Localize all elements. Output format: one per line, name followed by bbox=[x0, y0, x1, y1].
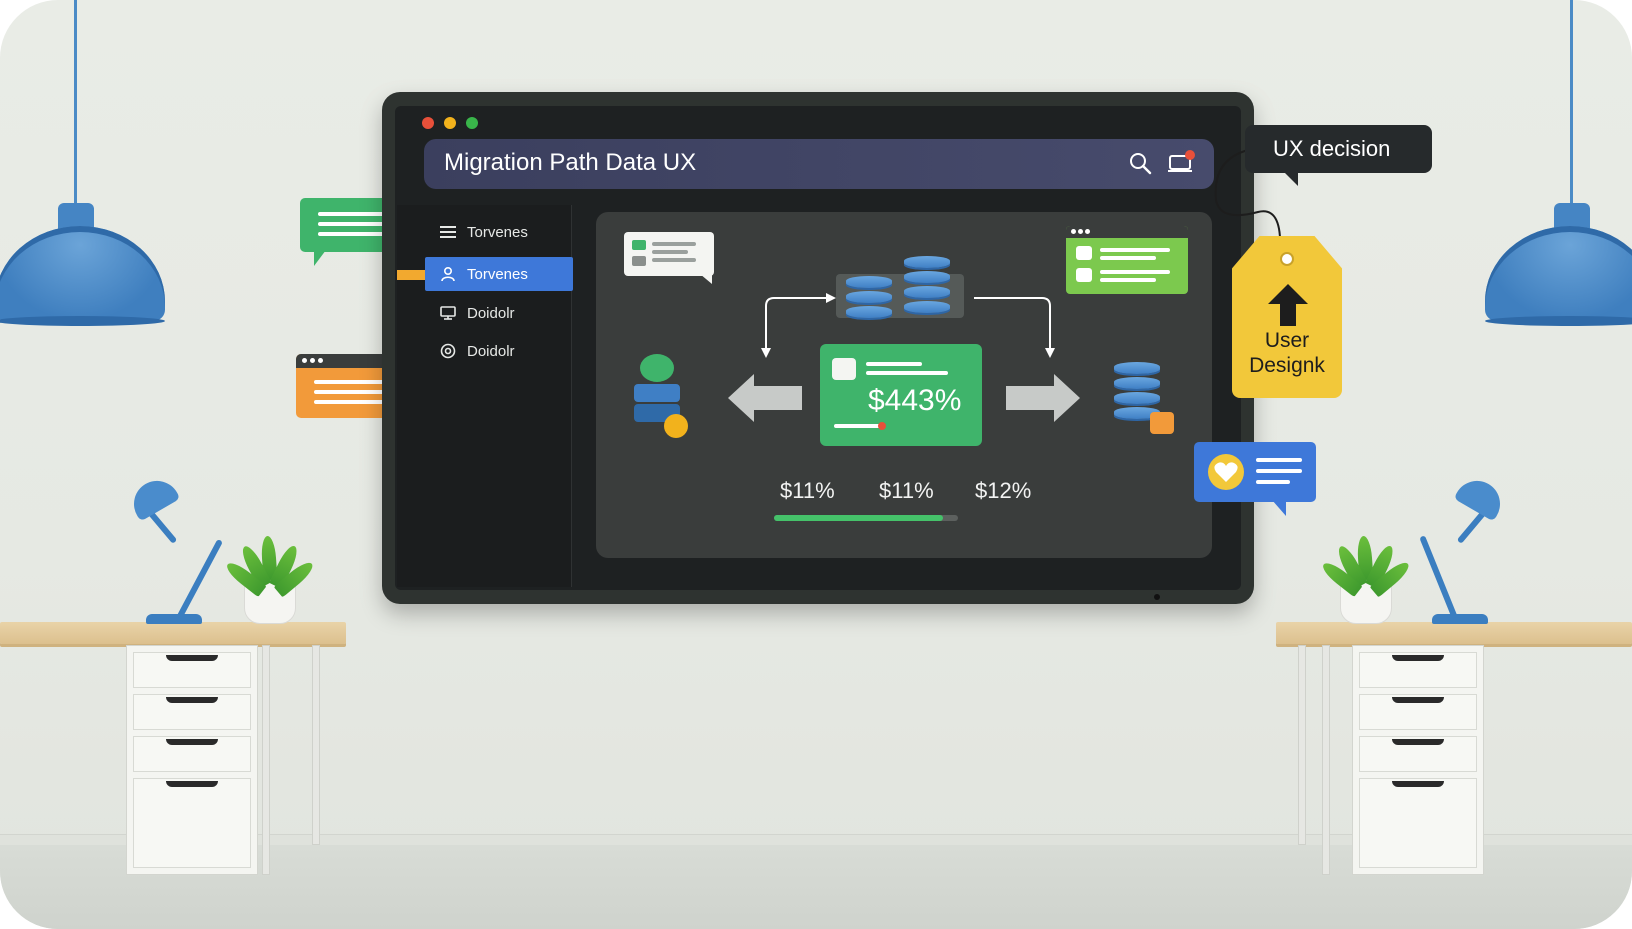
arrow-left-icon bbox=[728, 374, 802, 422]
menu-icon bbox=[439, 223, 457, 241]
checkbox-icon bbox=[1076, 246, 1092, 260]
sidebar-item-label: Torvenes bbox=[467, 265, 528, 283]
minimize-window-button[interactable] bbox=[444, 117, 456, 129]
ux-decision-label: UX decision bbox=[1273, 136, 1391, 161]
title-bar bbox=[424, 139, 1214, 189]
heart-icon bbox=[1214, 462, 1238, 482]
arrow-right-icon bbox=[1006, 374, 1080, 422]
stat-value: $12% bbox=[975, 478, 1032, 503]
notification-icon[interactable] bbox=[1167, 148, 1197, 176]
flow-connectors bbox=[761, 293, 1055, 358]
sidebar-item-doidolr-2[interactable]: Doidolr bbox=[425, 334, 573, 368]
active-indicator bbox=[397, 270, 425, 280]
sidebar-item-doidolr[interactable]: Doidolr bbox=[425, 296, 573, 330]
sidebar-item-label: Doidolr bbox=[467, 304, 515, 322]
stat-value: $11% bbox=[780, 478, 835, 503]
search-icon[interactable] bbox=[1128, 151, 1152, 175]
monitor-icon bbox=[439, 304, 457, 322]
baseboard bbox=[0, 834, 1632, 845]
page-title: Migration Path Data UX bbox=[444, 149, 697, 176]
user-design-label: User Designk bbox=[1249, 329, 1325, 377]
sidebar-item-label: Torvenes bbox=[467, 223, 528, 241]
sidebar-item-label: Doidolr bbox=[467, 342, 515, 360]
checkbox-icon bbox=[1076, 268, 1092, 282]
close-window-button[interactable] bbox=[422, 117, 434, 129]
user-icon bbox=[439, 265, 457, 283]
arrow-up-icon bbox=[1268, 284, 1308, 326]
tag-string bbox=[1214, 149, 1282, 251]
target-icon bbox=[439, 342, 457, 360]
profile-icon bbox=[832, 358, 856, 380]
stat-value: $11% bbox=[879, 478, 934, 503]
metric-value: $443% bbox=[868, 384, 962, 417]
sidebar-item-torvenes[interactable]: Torvenes bbox=[425, 215, 573, 249]
maximize-window-button[interactable] bbox=[466, 117, 478, 129]
ux-decision-tag: UX decision bbox=[1245, 125, 1432, 173]
progress-fill bbox=[774, 515, 944, 521]
sidebar-item-torvenes-active[interactable]: Torvenes bbox=[425, 257, 573, 291]
